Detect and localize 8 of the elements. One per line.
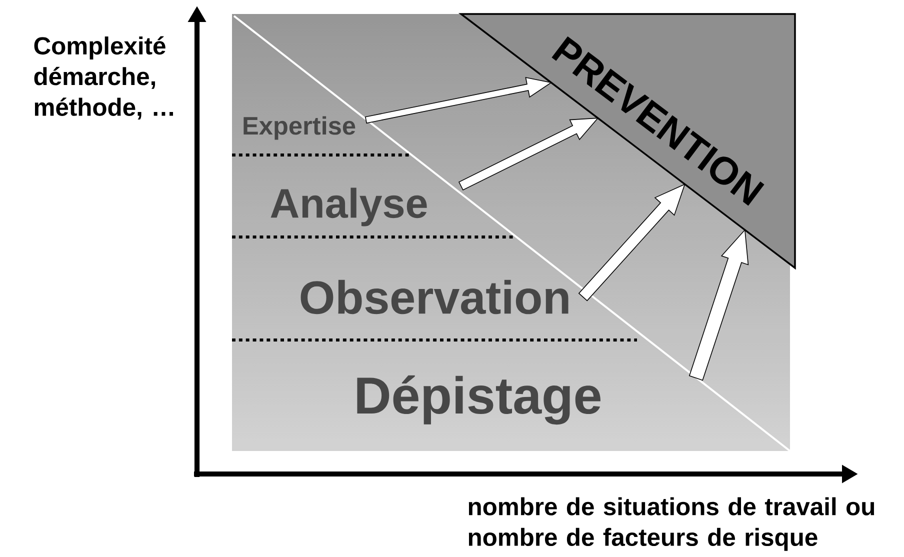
axis-label: nombre de situations de travail ou nombre de facteurs de risque (468, 497, 874, 551)
block-arrow (688, 228, 749, 381)
level-label: Observation (300, 280, 568, 314)
level-label: Dépistage (357, 375, 600, 425)
block-arrow (578, 183, 686, 302)
level-label: Analyse (270, 188, 427, 226)
level-label: Expertise (244, 116, 356, 140)
axis-label: Complexité démarche, méthode, … (34, 36, 173, 120)
